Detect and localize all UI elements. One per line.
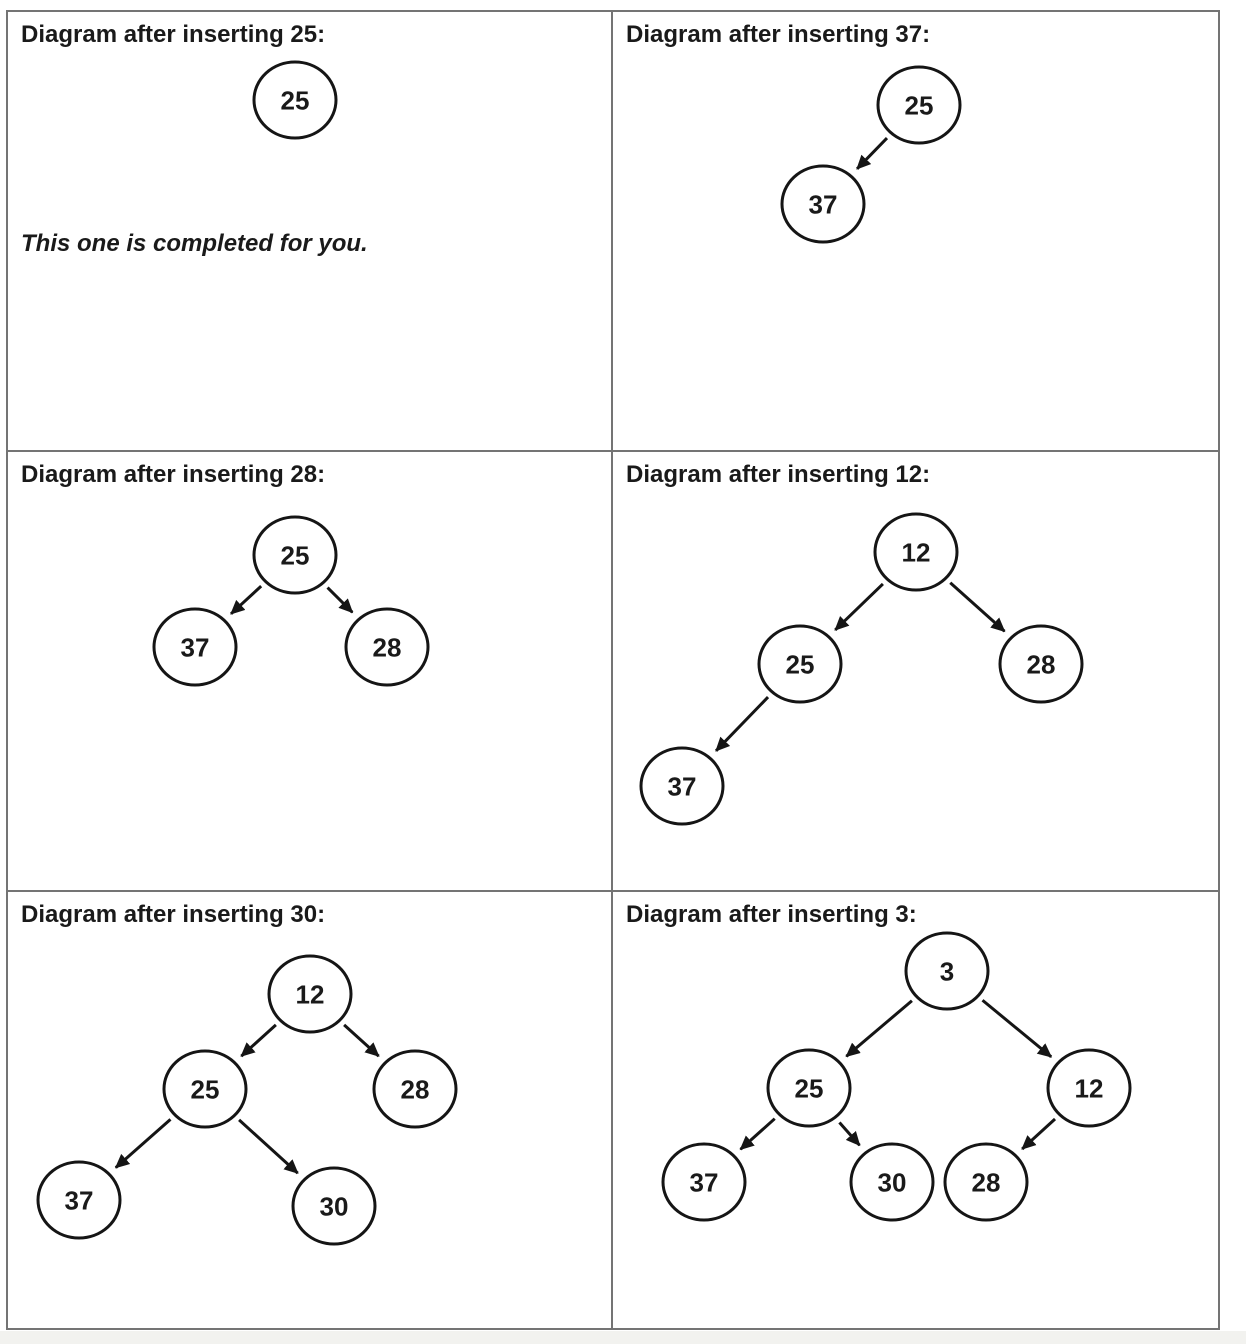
tree-edge-12-to-28 <box>949 581 1006 633</box>
tree-node-28: 28 <box>344 607 430 687</box>
svg-text:12: 12 <box>296 979 325 1009</box>
tree-node-37: 37 <box>639 746 725 826</box>
cell-title: Diagram after inserting 28: <box>21 461 326 488</box>
cell-title: Diagram after inserting 25: <box>21 21 326 48</box>
svg-text:37: 37 <box>809 189 838 219</box>
tree-edge-25-to-37 <box>739 1117 776 1151</box>
tree-node-25: 25 <box>252 60 338 140</box>
diagram-cell-insert-28: 25 37 28 Diagram after inserting 28: <box>8 452 613 892</box>
tree-node-37: 37 <box>152 607 238 687</box>
tree-node-37: 37 <box>36 1160 122 1240</box>
svg-text:28: 28 <box>373 632 402 662</box>
tree-edge-25-to-37 <box>856 136 889 170</box>
tree-edge-3-to-25 <box>845 999 913 1058</box>
tree-node-30: 30 <box>291 1166 377 1246</box>
svg-text:25: 25 <box>281 540 310 570</box>
tree-diagram-insert-12: 12 25 28 37 <box>639 512 1084 826</box>
tree-node-3: 3 <box>904 931 990 1011</box>
cell-title: Diagram after inserting 37: <box>626 21 931 48</box>
tree-edge-3-to-12 <box>981 999 1053 1058</box>
tree-node-25: 25 <box>757 624 843 704</box>
svg-text:30: 30 <box>320 1191 349 1221</box>
diagram-cell-insert-37: 25 37 Diagram after inserting 37: <box>613 12 1218 452</box>
svg-text:37: 37 <box>690 1167 719 1197</box>
cell-title: Diagram after inserting 30: <box>21 901 326 928</box>
svg-text:12: 12 <box>902 537 931 567</box>
completed-note: This one is completed for you. <box>21 230 368 257</box>
diagram-cell-insert-25: 25 Diagram after inserting 25: This one … <box>8 12 613 452</box>
svg-text:28: 28 <box>1027 649 1056 679</box>
tree-edge-12-to-28 <box>343 1023 380 1058</box>
svg-text:28: 28 <box>972 1167 1001 1197</box>
diagram-cell-insert-3: 3 25 12 37 30 28 Diagram after inserting 3: <box>613 892 1218 1328</box>
tree-diagram-insert-28: 25 37 28 <box>152 515 430 687</box>
tree-edge-25-to-28 <box>326 586 354 614</box>
svg-text:3: 3 <box>940 956 954 986</box>
diagram-cell-insert-30: 12 25 28 37 30 Diagram after inserting 30: <box>8 892 613 1328</box>
tree-edge-25-to-30 <box>238 1118 299 1175</box>
tree-diagram-insert-30: 12 25 28 37 30 <box>36 954 458 1246</box>
svg-text:25: 25 <box>191 1074 220 1104</box>
tree-node-25: 25 <box>162 1049 248 1129</box>
tree-node-12: 12 <box>267 954 353 1034</box>
tree-edge-25-to-37 <box>230 585 263 615</box>
tree-node-37: 37 <box>661 1142 747 1222</box>
page-bottom-strip <box>0 1331 1246 1344</box>
tree-diagram-insert-25: 25 <box>252 60 338 140</box>
tree-node-28: 28 <box>943 1142 1029 1222</box>
tree-edge-25-to-30 <box>838 1121 861 1147</box>
tree-node-28: 28 <box>372 1049 458 1129</box>
tree-edge-12-to-28 <box>1021 1117 1057 1151</box>
svg-text:37: 37 <box>65 1185 94 1215</box>
tree-diagram-insert-37: 25 37 <box>780 65 962 244</box>
svg-text:25: 25 <box>795 1073 824 1103</box>
tree-diagram-insert-3: 3 25 12 37 30 28 <box>661 931 1132 1222</box>
svg-text:28: 28 <box>401 1074 430 1104</box>
diagram-cell-insert-12: 12 25 28 37 Diagram after inserting 12: <box>613 452 1218 892</box>
tree-node-25: 25 <box>766 1048 852 1128</box>
tree-edge-12-to-25 <box>834 582 884 632</box>
tree-node-30: 30 <box>849 1142 935 1222</box>
svg-text:37: 37 <box>668 771 697 801</box>
cell-title: Diagram after inserting 12: <box>626 461 931 488</box>
tree-node-37: 37 <box>780 164 866 244</box>
svg-text:30: 30 <box>878 1167 907 1197</box>
svg-text:25: 25 <box>905 90 934 120</box>
svg-text:37: 37 <box>181 632 210 662</box>
svg-text:25: 25 <box>786 649 815 679</box>
tree-node-28: 28 <box>998 624 1084 704</box>
tree-node-25: 25 <box>876 65 962 145</box>
tree-edge-12-to-25 <box>240 1023 277 1058</box>
cell-title: Diagram after inserting 3: <box>626 901 917 928</box>
tree-node-12: 12 <box>873 512 959 592</box>
svg-text:25: 25 <box>281 85 310 115</box>
tree-node-25: 25 <box>252 515 338 595</box>
tree-edge-25-to-37 <box>714 696 770 752</box>
tree-edge-25-to-37 <box>114 1118 172 1169</box>
diagram-table: 25 Diagram after inserting 25: This one … <box>6 10 1220 1330</box>
svg-text:12: 12 <box>1075 1073 1104 1103</box>
tree-node-12: 12 <box>1046 1048 1132 1128</box>
